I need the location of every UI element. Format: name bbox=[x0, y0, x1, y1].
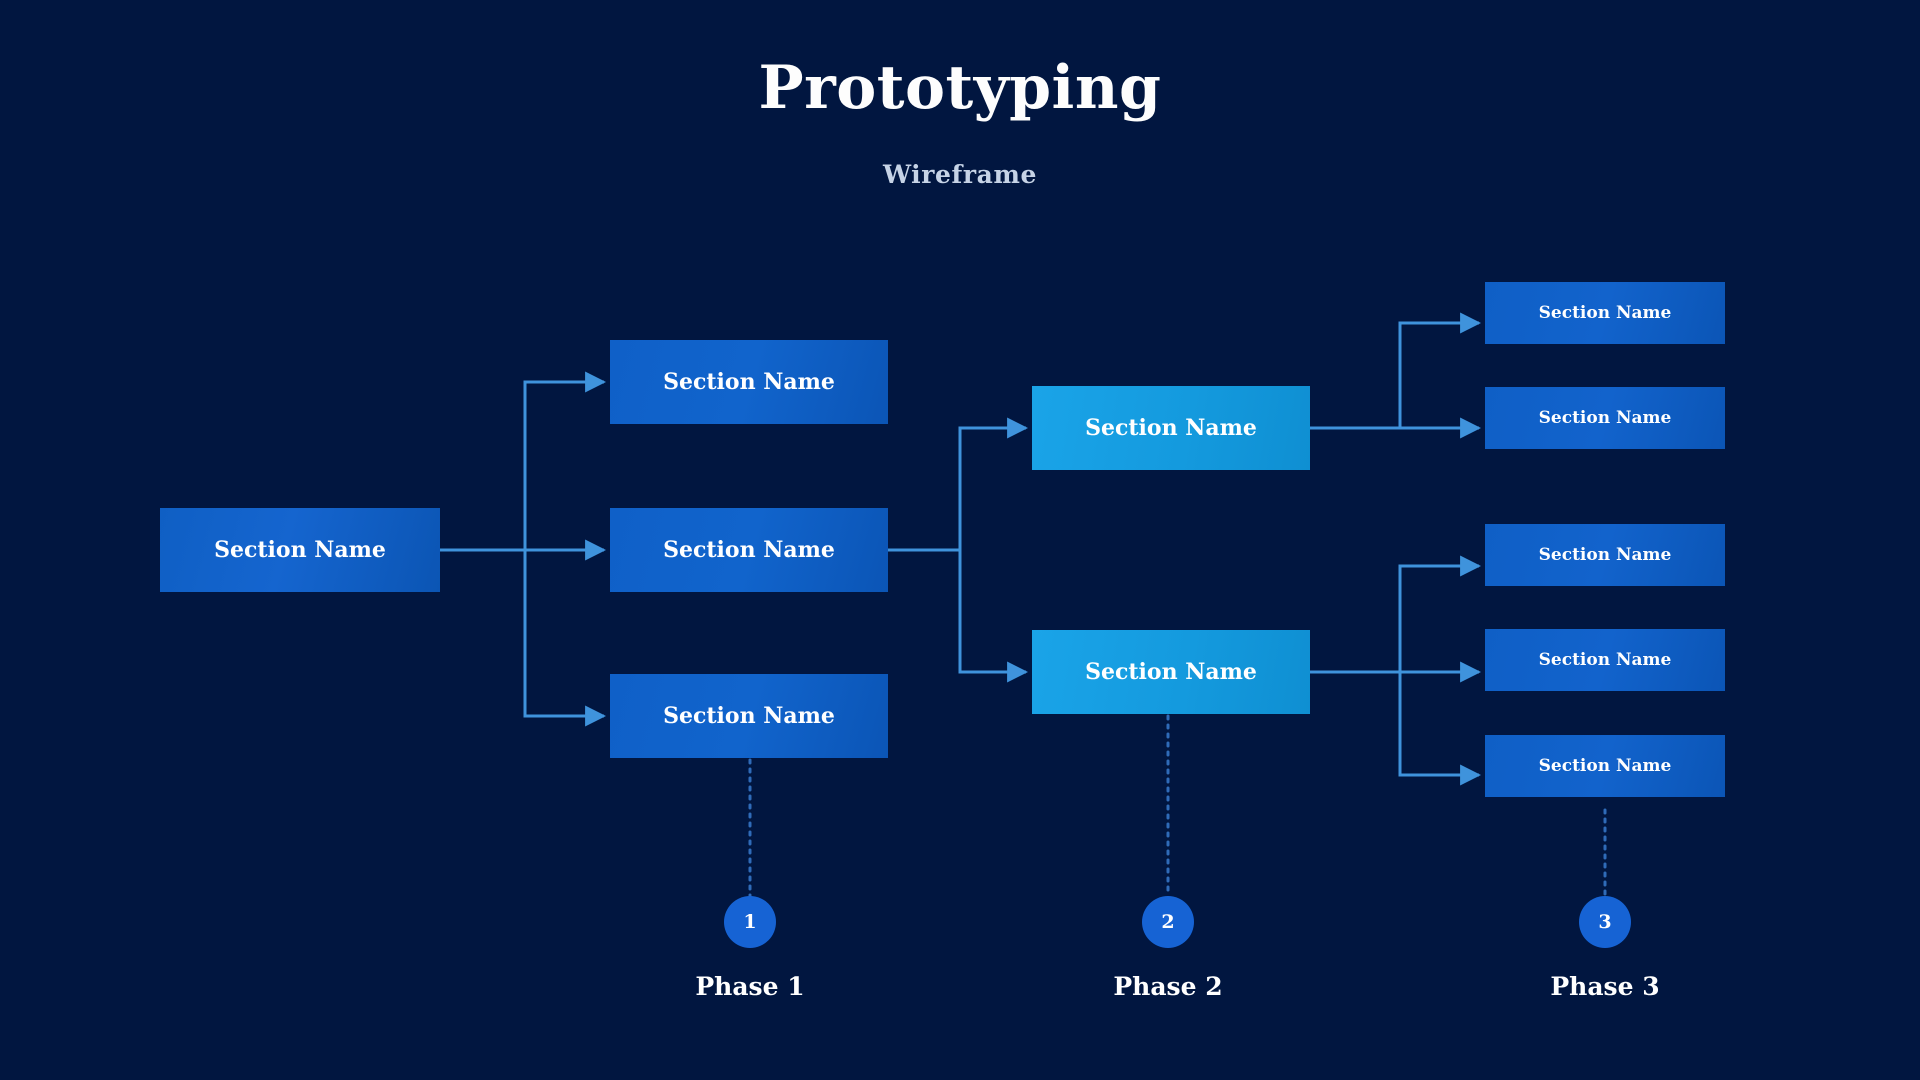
edge-root-to-bottom bbox=[440, 548, 607, 727]
node-level3-2[interactable]: Section Name bbox=[1032, 630, 1310, 714]
node-root[interactable]: Section Name bbox=[160, 508, 440, 592]
node-level3-1[interactable]: Section Name bbox=[1032, 386, 1310, 470]
edge-cyan-bot-to-r5 bbox=[1310, 670, 1482, 786]
node-label: Section Name bbox=[1538, 755, 1672, 776]
phase-label-3: Phase 3 bbox=[1550, 972, 1660, 1001]
node-label: Section Name bbox=[1538, 407, 1672, 428]
phase-label-2: Phase 2 bbox=[1113, 972, 1223, 1001]
page-title: Prototyping bbox=[758, 53, 1162, 123]
node-level2-2[interactable]: Section Name bbox=[610, 508, 888, 592]
phase-number: 1 bbox=[743, 911, 757, 933]
node-level2-3[interactable]: Section Name bbox=[610, 674, 888, 758]
phase-marker-1[interactable]: 1 bbox=[724, 896, 776, 948]
edge-mid-to-cyan-top bbox=[888, 417, 1029, 552]
edge-mid-to-cyan-bottom bbox=[888, 548, 1029, 683]
node-level4-3[interactable]: Section Name bbox=[1485, 524, 1725, 586]
node-label: Section Name bbox=[1085, 658, 1257, 685]
edge-root-to-top bbox=[440, 371, 607, 552]
node-label: Section Name bbox=[1085, 414, 1257, 441]
node-level4-5[interactable]: Section Name bbox=[1485, 735, 1725, 797]
phase-number: 2 bbox=[1161, 911, 1175, 933]
node-label: Section Name bbox=[1538, 649, 1672, 670]
node-label: Section Name bbox=[663, 536, 835, 563]
edge-cyan-top-to-r1 bbox=[1310, 312, 1482, 430]
node-label: Section Name bbox=[663, 702, 835, 729]
node-label: Section Name bbox=[1538, 302, 1672, 323]
phase-marker-3[interactable]: 3 bbox=[1579, 896, 1631, 948]
node-label: Section Name bbox=[663, 368, 835, 395]
edge-cyan-bot-to-r3 bbox=[1310, 555, 1482, 674]
page-subtitle: Wireframe bbox=[882, 160, 1038, 189]
node-level4-2[interactable]: Section Name bbox=[1485, 387, 1725, 449]
node-level4-1[interactable]: Section Name bbox=[1485, 282, 1725, 344]
node-level4-4[interactable]: Section Name bbox=[1485, 629, 1725, 691]
phase-number: 3 bbox=[1598, 911, 1612, 933]
node-label: Section Name bbox=[214, 536, 386, 563]
phase-label-1: Phase 1 bbox=[695, 972, 805, 1001]
node-label: Section Name bbox=[1538, 544, 1672, 565]
node-level2-1[interactable]: Section Name bbox=[610, 340, 888, 424]
phase-marker-2[interactable]: 2 bbox=[1142, 896, 1194, 948]
